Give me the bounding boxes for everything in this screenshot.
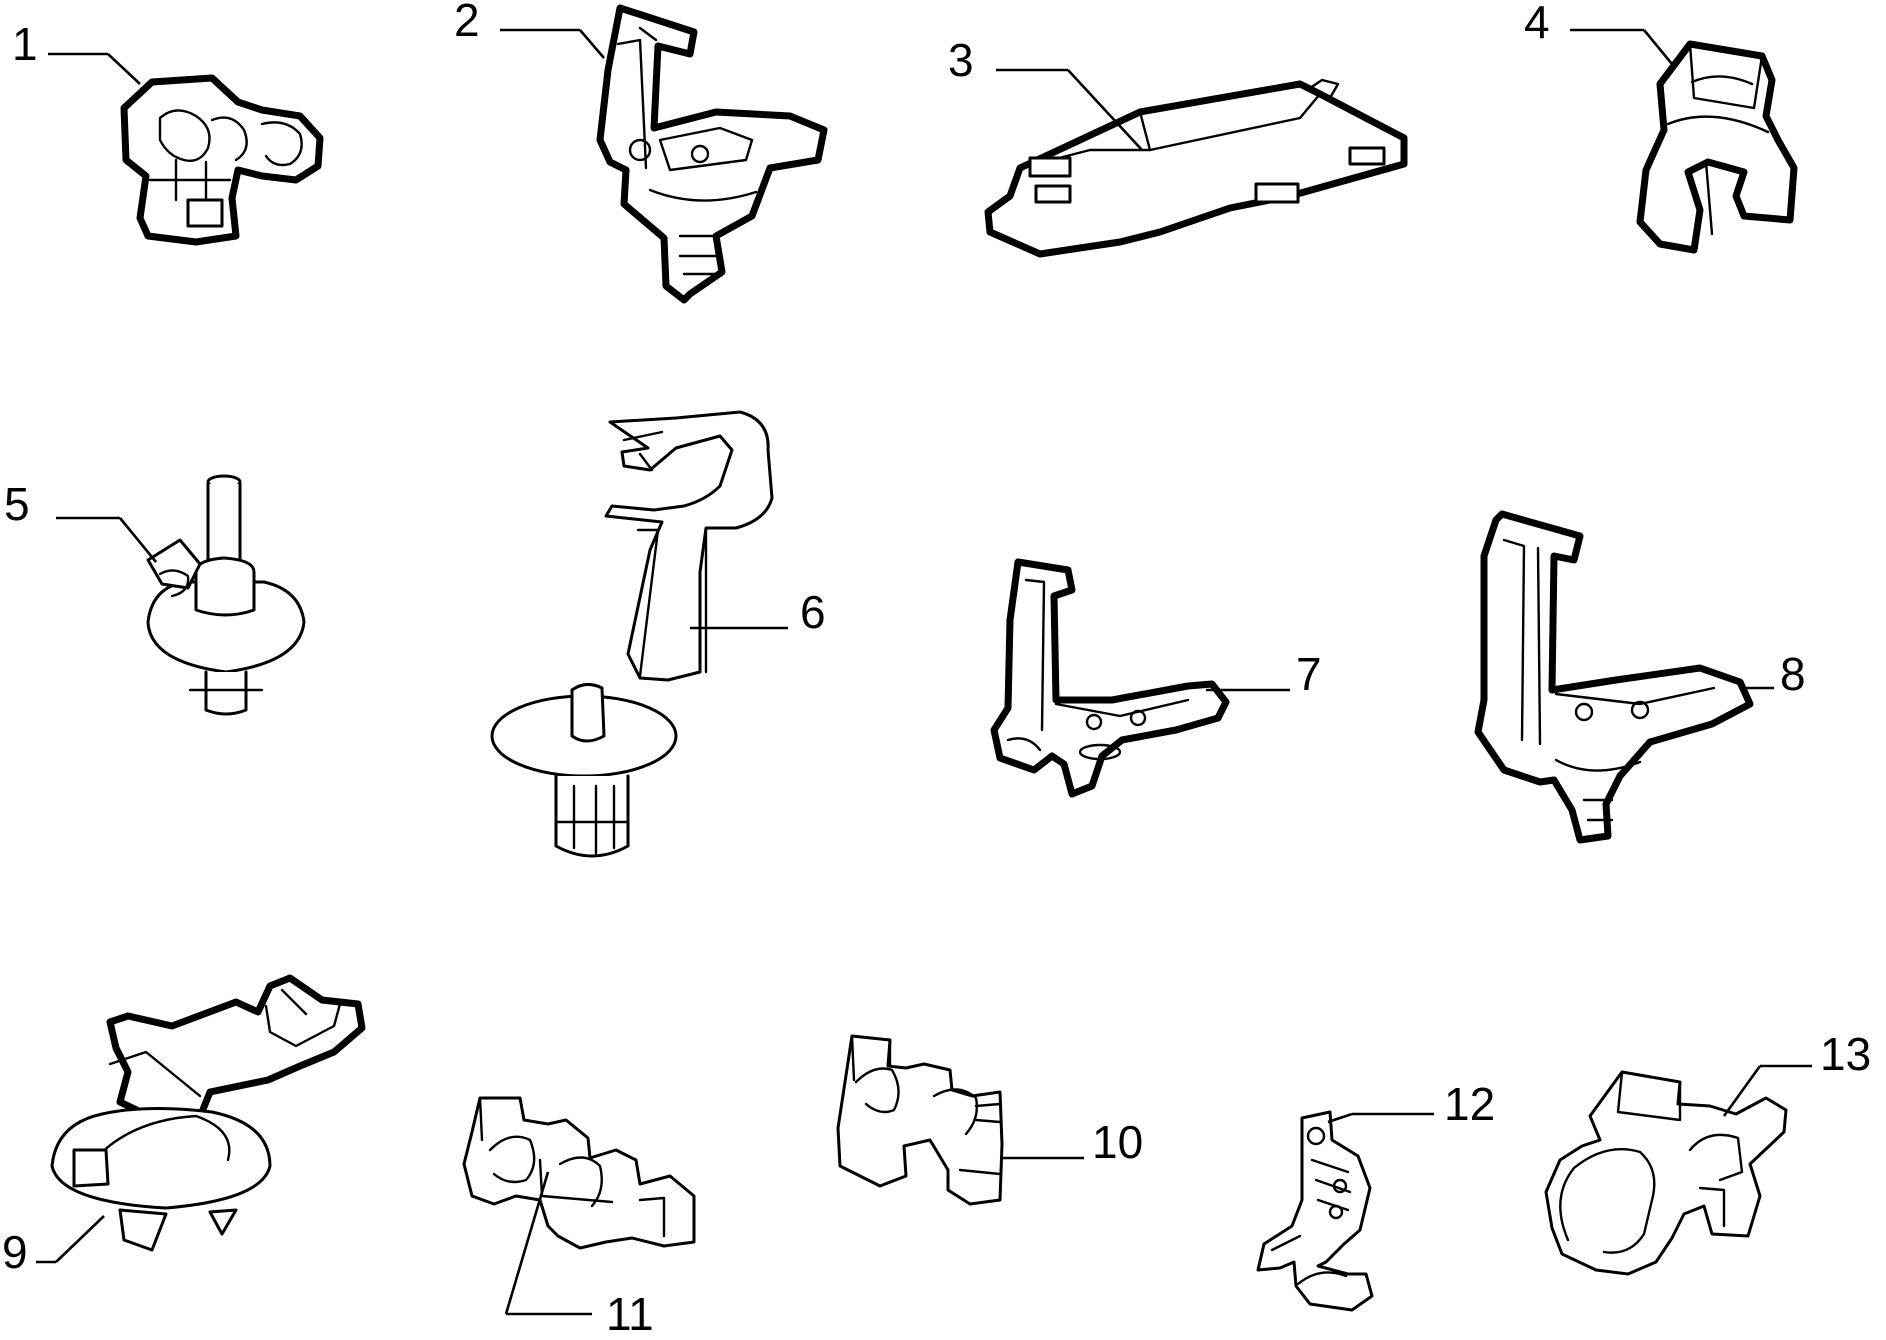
label-11: 11 — [606, 1288, 654, 1340]
part-4 — [1636, 40, 1798, 254]
part-12 — [1256, 1110, 1374, 1312]
label-2: 2 — [454, 0, 480, 46]
label-4: 4 — [1524, 0, 1550, 48]
part-6 — [490, 410, 774, 858]
label-10: 10 — [1092, 1116, 1143, 1168]
part-11 — [462, 1096, 696, 1250]
part-1 — [120, 74, 324, 246]
label-3: 3 — [948, 34, 974, 86]
part-5 — [146, 474, 306, 716]
label-9: 9 — [2, 1226, 28, 1278]
label-12: 12 — [1444, 1078, 1495, 1130]
part-2 — [596, 4, 828, 304]
leader-13 — [1722, 1065, 1762, 1117]
label-1: 1 — [12, 18, 38, 70]
label-8: 8 — [1780, 648, 1806, 700]
leader-11 — [504, 1171, 550, 1315]
label-6: 6 — [800, 586, 826, 638]
part-10 — [836, 1034, 1004, 1206]
part-7 — [990, 558, 1230, 798]
leader-12 — [1327, 1112, 1353, 1124]
part-9 — [50, 974, 366, 1252]
part-8 — [1474, 510, 1754, 844]
label-5: 5 — [4, 478, 30, 530]
label-7: 7 — [1296, 648, 1322, 700]
part-13 — [1544, 1070, 1788, 1276]
part-3 — [984, 78, 1408, 258]
label-13: 13 — [1820, 1028, 1871, 1080]
